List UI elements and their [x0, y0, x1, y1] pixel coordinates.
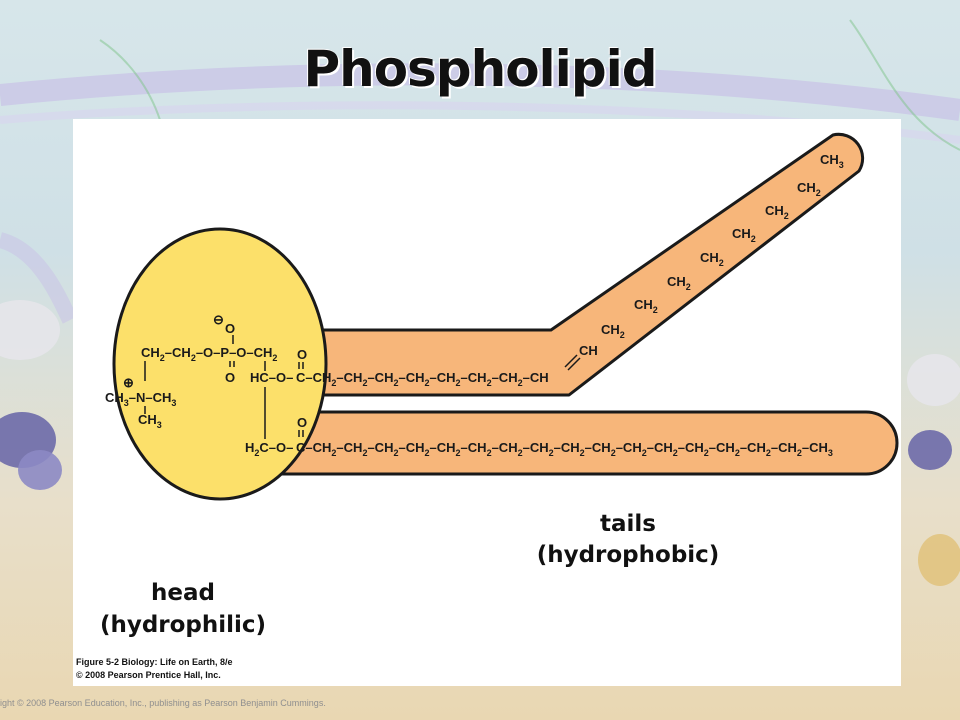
- svg-text:C–CH2–CH2–CH2–CH2–CH2–CH2–CH2–: C–CH2–CH2–CH2–CH2–CH2–CH2–CH2–CH: [296, 370, 549, 388]
- svg-text:CH2: CH2: [634, 297, 658, 315]
- svg-text:CH2–CH2–O–P–O–CH2: CH2–CH2–O–P–O–CH2: [141, 345, 277, 363]
- svg-text:CH3: CH3: [138, 412, 162, 430]
- svg-text:CH2: CH2: [797, 180, 821, 198]
- svg-text:O: O: [297, 347, 307, 362]
- svg-text:C–CH2–CH2–CH2–CH2–CH2–CH2–CH2–: C–CH2–CH2–CH2–CH2–CH2–CH2–CH2–CH2–CH2–CH…: [296, 440, 833, 458]
- lower-tail-shape: [276, 410, 899, 476]
- svg-text:O: O: [225, 370, 235, 385]
- svg-text:CH: CH: [579, 343, 598, 358]
- head-label: head (hydrophilic): [83, 577, 283, 641]
- svg-text:O: O: [297, 415, 307, 430]
- figure-credit: Figure 5-2 Biology: Life on Earth, 8/e ©…: [76, 656, 233, 682]
- svg-text:⊕: ⊕: [123, 375, 134, 390]
- figure-credit-line2: © 2008 Pearson Prentice Hall, Inc.: [76, 670, 221, 680]
- tails-label: tails (hydrophobic): [468, 509, 788, 571]
- head-label-subtitle: (hydrophilic): [99, 612, 267, 638]
- svg-text:CH2: CH2: [732, 226, 756, 244]
- figure-credit-line1: Figure 5-2 Biology: Life on Earth, 8/e: [76, 657, 233, 667]
- svg-text:O: O: [225, 321, 235, 336]
- tails-label-subtitle: (hydrophobic): [536, 542, 720, 568]
- svg-text:⊖: ⊖: [213, 312, 224, 327]
- head-label-title: head: [151, 580, 215, 606]
- upper-tail-formula: O C–CH2–CH2–CH2–CH2–CH2–CH2–CH2–CH CH CH…: [296, 152, 844, 388]
- svg-text:CH3–N–CH3: CH3–N–CH3: [105, 390, 176, 408]
- diagram-panel: ⊖ O CH2–CH2–O–P–O–CH2 O ⊕ CH3–N–CH3 CH3 …: [73, 119, 901, 686]
- tails-label-title: tails: [600, 511, 656, 537]
- head-structure-formula: ⊖ O CH2–CH2–O–P–O–CH2 O ⊕ CH3–N–CH3 CH3 …: [105, 312, 293, 458]
- copyright-footer: ight © 2008 Pearson Education, Inc., pub…: [0, 698, 326, 708]
- lower-tail-formula: O C–CH2–CH2–CH2–CH2–CH2–CH2–CH2–CH2–CH2–…: [296, 415, 833, 458]
- head-shape: [112, 227, 328, 501]
- svg-text:CH2: CH2: [700, 250, 724, 268]
- svg-text:CH2: CH2: [667, 274, 691, 292]
- page-title: Phospholipid: [303, 40, 657, 98]
- phospholipid-diagram: ⊖ O CH2–CH2–O–P–O–CH2 O ⊕ CH3–N–CH3 CH3 …: [105, 132, 899, 501]
- svg-text:HC–O–: HC–O–: [250, 370, 293, 385]
- svg-text:CH3: CH3: [820, 152, 844, 170]
- svg-text:CH2: CH2: [765, 203, 789, 221]
- upper-tail-shape: [276, 132, 865, 397]
- svg-text:CH2: CH2: [601, 322, 625, 340]
